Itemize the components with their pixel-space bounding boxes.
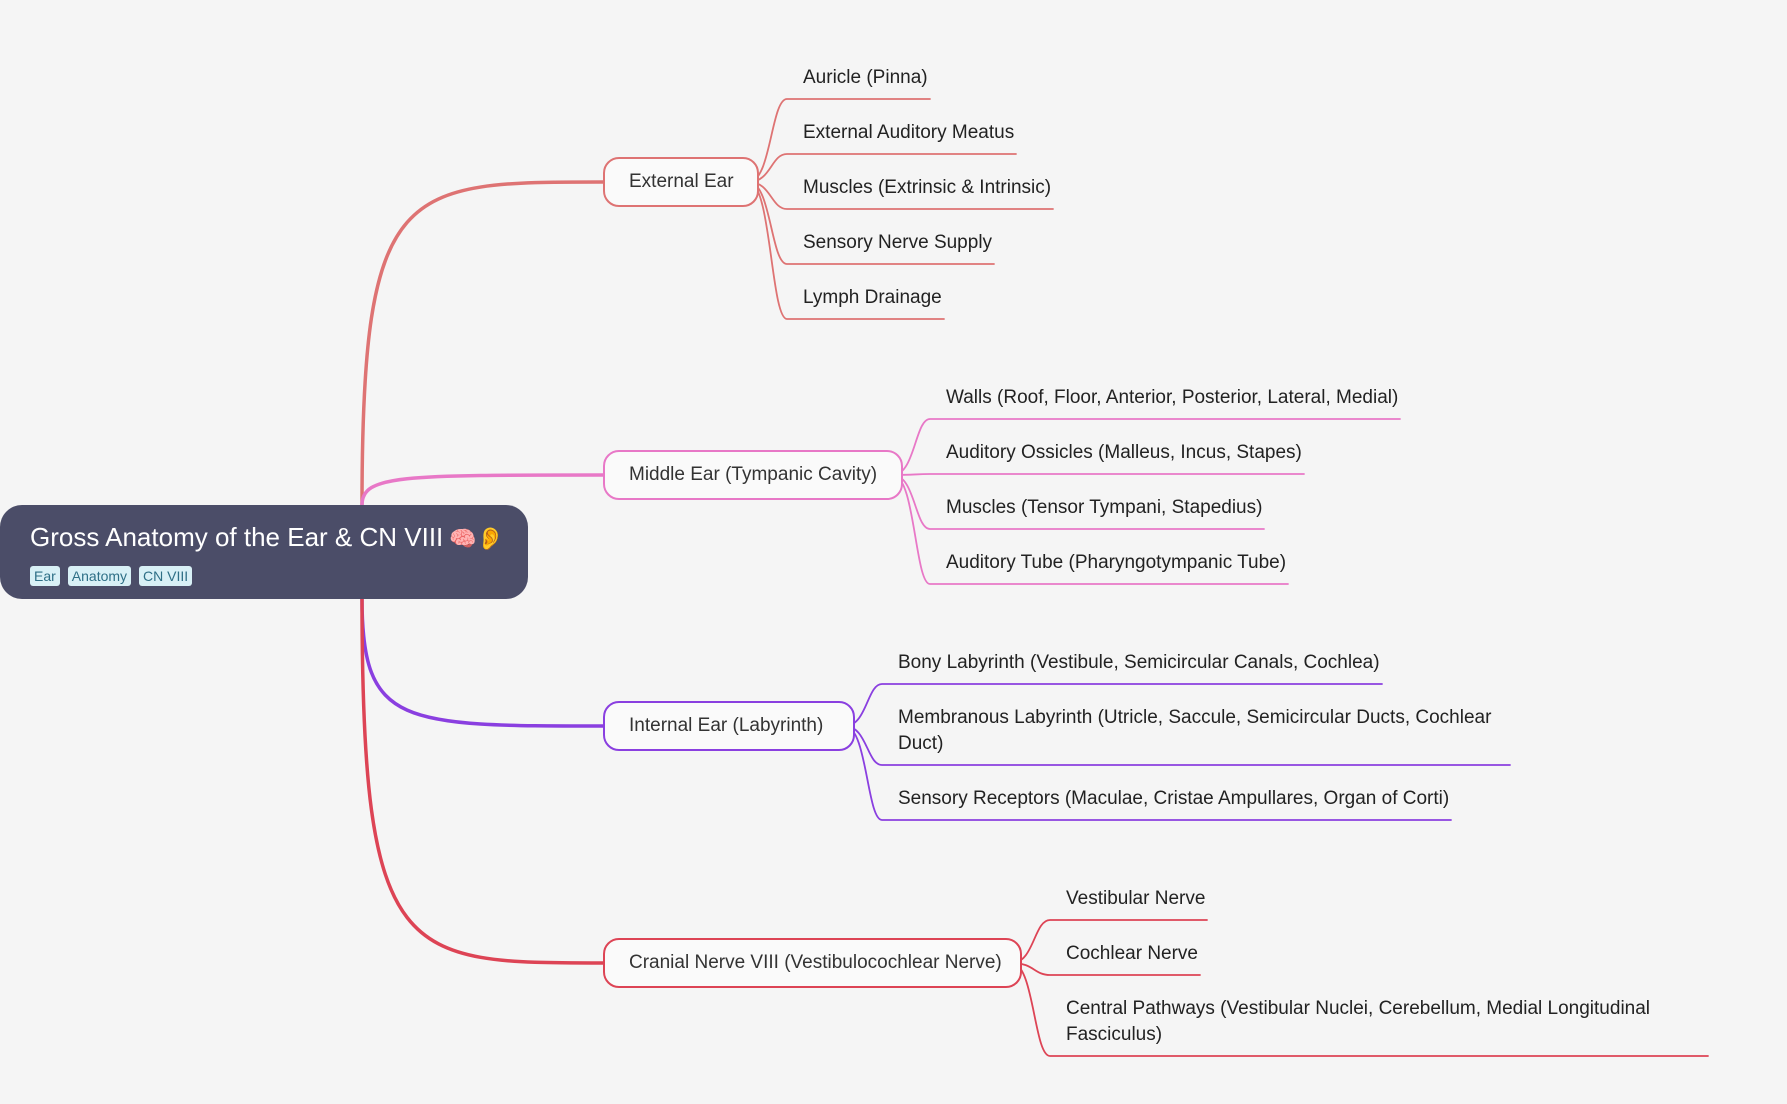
root-node[interactable]: Gross Anatomy of the Ear & CN VIII🧠👂 Ear… bbox=[0, 505, 528, 599]
leaf-cochlear-nerve[interactable]: Cochlear Nerve bbox=[1066, 943, 1198, 964]
leaf-sensory-receptors[interactable]: Sensory Receptors (Maculae, Cristae Ampu… bbox=[898, 788, 1450, 809]
tag-ear[interactable]: Ear bbox=[30, 566, 60, 586]
leaf-walls[interactable]: Walls (Roof, Floor, Anterior, Posterior,… bbox=[946, 387, 1399, 408]
tag-list: Ear Anatomy CN VIII bbox=[30, 566, 528, 586]
root-title-row: Gross Anatomy of the Ear & CN VIII🧠👂 bbox=[30, 517, 528, 560]
branch-internal-ear[interactable]: Internal Ear (Labyrinth) bbox=[603, 701, 855, 751]
leaf-middle-ear-muscles[interactable]: Muscles (Tensor Tympani, Stapedius) bbox=[946, 497, 1263, 518]
leaf-auditory-tube[interactable]: Auditory Tube (Pharyngotympanic Tube) bbox=[946, 552, 1287, 573]
branch-connector bbox=[360, 180, 605, 507]
leaf-connector bbox=[892, 473, 1305, 476]
tag-anatomy[interactable]: Anatomy bbox=[67, 566, 132, 586]
leaf-auricle[interactable]: Auricle (Pinna) bbox=[803, 67, 928, 88]
branch-connector bbox=[360, 597, 605, 728]
root-title: Gross Anatomy of the Ear & CN VIII bbox=[30, 522, 444, 552]
branch-external-ear[interactable]: External Ear bbox=[603, 157, 759, 207]
leaf-vestibular-nerve[interactable]: Vestibular Nerve bbox=[1066, 888, 1206, 909]
leaf-sensory-nerve-supply[interactable]: Sensory Nerve Supply bbox=[803, 232, 993, 253]
leaf-external-auditory-meatus[interactable]: External Auditory Meatus bbox=[803, 122, 1015, 143]
branch-cranial-nerve-viii[interactable]: Cranial Nerve VIII (Vestibulocochlear Ne… bbox=[603, 938, 1022, 988]
branch-connector bbox=[360, 473, 605, 507]
leaf-bony-labyrinth[interactable]: Bony Labyrinth (Vestibule, Semicircular … bbox=[898, 652, 1380, 673]
tag-cn-viii[interactable]: CN VIII bbox=[139, 566, 193, 586]
leaf-central-pathways[interactable]: Central Pathways (Vestibular Nuclei, Cer… bbox=[1066, 998, 1651, 1045]
leaf-membranous-labyrinth[interactable]: Membranous Labyrinth (Utricle, Saccule, … bbox=[898, 707, 1492, 754]
leaf-auditory-ossicles[interactable]: Auditory Ossicles (Malleus, Incus, Stape… bbox=[946, 442, 1302, 463]
leaf-lymph-drainage[interactable]: Lymph Drainage bbox=[803, 287, 942, 308]
brain-ear-emoji-icon: 🧠👂 bbox=[449, 527, 505, 552]
branch-middle-ear[interactable]: Middle Ear (Tympanic Cavity) bbox=[603, 450, 903, 500]
leaf-ear-muscles[interactable]: Muscles (Extrinsic & Intrinsic) bbox=[803, 177, 1052, 198]
branch-connector bbox=[360, 597, 605, 965]
